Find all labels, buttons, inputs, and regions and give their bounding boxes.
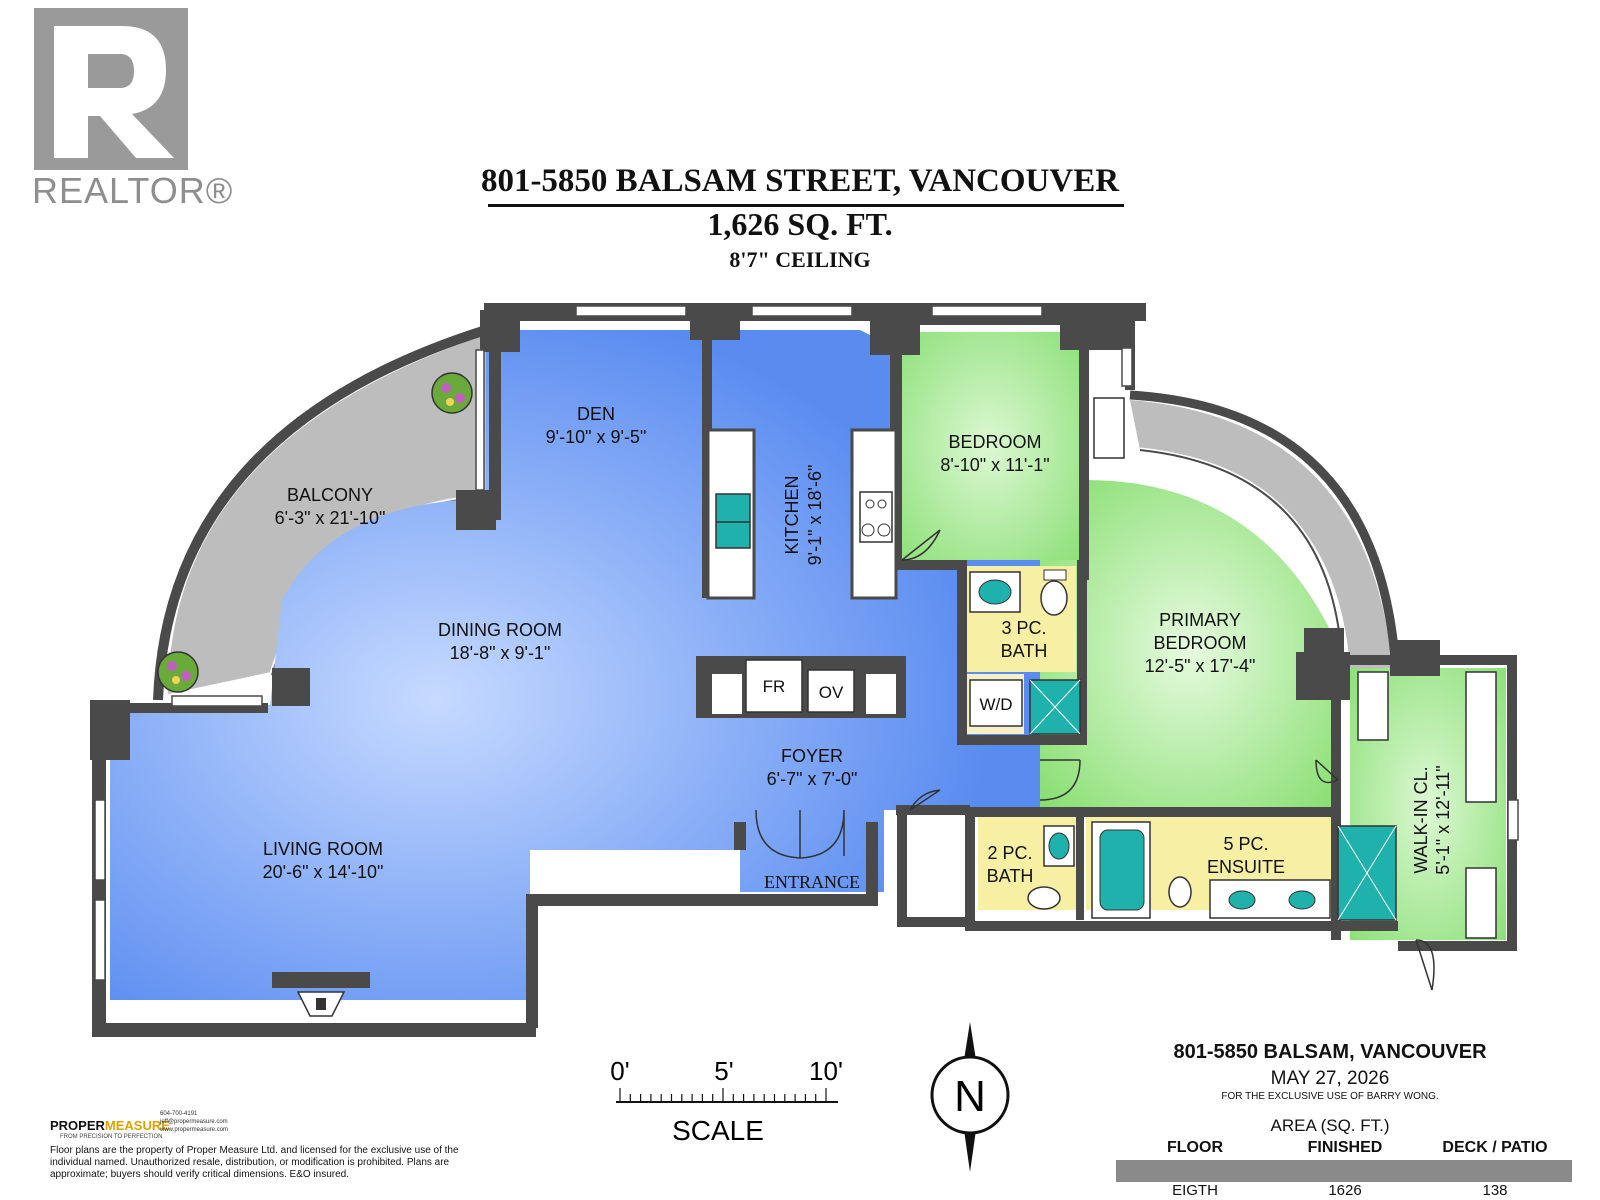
plant-icon (157, 651, 199, 693)
door-swings (755, 529, 1435, 991)
realtor-logo (34, 8, 188, 170)
primary-bedroom-dims: 12'-5" x 17'-4" (1145, 656, 1256, 676)
primary-bedroom-label-2: BEDROOM (1153, 633, 1246, 653)
den-dims: 9'-10" x 9'-5" (546, 427, 647, 447)
walk-in-closet-dims: 5'-1" x 12'-11" (1433, 765, 1453, 874)
primary-balcony-arc (1130, 400, 1392, 668)
closet-shelving (1093, 397, 1497, 939)
sink-icon (978, 579, 1012, 605)
toilet-icon (1040, 580, 1068, 616)
balcony-dims: 6'-3" x 21'-10" (275, 508, 386, 528)
kitchen-counters (706, 428, 898, 600)
realtor-r-logo-icon (54, 26, 174, 158)
proper-measure-logo-a: PROPER (50, 1118, 105, 1133)
table-cell-floor: EIGTH (1172, 1182, 1218, 1199)
north-arrow-icon: N (930, 1022, 1010, 1172)
north-label: N (954, 1072, 986, 1121)
table-cell-finished: 1626 (1328, 1182, 1362, 1199)
scale-label: SCALE (672, 1115, 764, 1146)
oven-icon (807, 669, 855, 713)
windows (94, 305, 1519, 981)
scale-tick-label: 5' (714, 1056, 733, 1086)
balcony-outer-wall (153, 325, 488, 701)
scale-tick-label: 10' (809, 1056, 843, 1086)
table-header-deck: DECK / PATIO (1442, 1139, 1548, 1156)
balcony-label: BALCONY (287, 485, 373, 505)
bedroom-label: BEDROOM (948, 432, 1041, 452)
balcony-area (168, 335, 486, 694)
washer-dryer-icon (969, 679, 1023, 727)
proper-measure-contact: 604-700-4191 jeff@propermeasure.com www.… (160, 1110, 228, 1134)
fireplace-icon (296, 991, 346, 1017)
fridge-label: FR (763, 677, 786, 696)
two-pc-bath-label-2: BATH (987, 866, 1034, 886)
realtor-wordmark: REALTOR® (32, 170, 234, 211)
property-address-title: 801-5850 BALSAM STREET, VANCOUVER (480, 163, 1120, 199)
three-pc-bath-label-2: BATH (1001, 641, 1048, 661)
proper-measure-logo: PROPERMEASURE (50, 1118, 170, 1133)
proper-measure-email: jeff@propermeasure.com (160, 1119, 228, 1125)
table-header-floor: FLOOR (1167, 1139, 1223, 1156)
entrance-label: ENTRANCE (764, 872, 860, 892)
total-area: 1,626 SQ. FT. (707, 206, 893, 242)
foyer-label: FOYER (781, 746, 843, 766)
area-table-title: AREA (SQ. FT.) (1270, 1116, 1390, 1135)
proper-measure-phone: 604-700-4191 (160, 1111, 198, 1117)
ensuite-label-1: 5 PC. (1223, 834, 1268, 854)
bedroom-dims: 8'-10" x 11'-1" (940, 455, 1049, 475)
living-room-label: LIVING ROOM (263, 839, 383, 859)
kitchen-label: KITCHEN (782, 475, 802, 554)
scale-tick-label: 0' (610, 1056, 629, 1086)
scale-bar: 0' 5' 10' SCALE (610, 1056, 843, 1146)
washer-dryer-label: W/D (979, 695, 1012, 714)
ensuite-label-2: ENSUITE (1207, 857, 1285, 877)
proper-measure-tagline: FROM PRECISION TO PERFECTION (60, 1134, 163, 1140)
kitchen-dims: 9'-1" x 18'-6" (805, 465, 825, 566)
main-living-area (110, 330, 1040, 1000)
appliance-bank (696, 656, 906, 718)
table-divider-bar (1116, 1160, 1572, 1182)
walk-in-closet-label: WALK-IN CL. (1411, 766, 1431, 873)
table-cell-deck: 138 (1482, 1182, 1508, 1199)
three-pc-bath-label-1: 3 PC. (1001, 618, 1046, 638)
primary-bedroom-label-1: PRIMARY (1159, 610, 1241, 630)
kitchen-sink-icon (715, 493, 751, 549)
bedroom-area (898, 332, 1080, 560)
table-header-finished: FINISHED (1307, 1139, 1383, 1156)
living-room-dims: 20'-6" x 14'-10" (263, 862, 384, 882)
proper-measure-logo-b: MEASURE (104, 1118, 170, 1133)
info-exclusive-use: FOR THE EXCLUSIVE USE OF BARRY WONG. (1221, 1091, 1439, 1102)
fridge-icon (745, 659, 803, 713)
disclaimer-text: Floor plans are the property of Proper M… (50, 1145, 459, 1180)
info-date: MAY 27, 2026 (1270, 1068, 1390, 1089)
dining-room-dims: 18'-8" x 9'-1" (450, 643, 551, 663)
structural-columns (90, 310, 1440, 760)
cooktop-icon (859, 491, 893, 543)
ceiling-height: 8'7" CEILING (729, 247, 871, 272)
foyer-dims: 6'-7" x 7'-0" (767, 769, 858, 789)
primary-bedroom-area (1040, 480, 1340, 820)
plant-icon (431, 372, 473, 414)
two-pc-bath-label-1: 2 PC. (987, 843, 1032, 863)
proper-measure-web: www.propermeasure.com (160, 1127, 229, 1133)
oven-label: OV (819, 683, 844, 702)
info-address: 801-5850 BALSAM, VANCOUVER (1173, 1041, 1487, 1063)
den-label: DEN (577, 404, 615, 424)
bath-fixtures (969, 569, 1397, 921)
dining-room-label: DINING ROOM (438, 620, 562, 640)
title-underline (488, 204, 1124, 207)
